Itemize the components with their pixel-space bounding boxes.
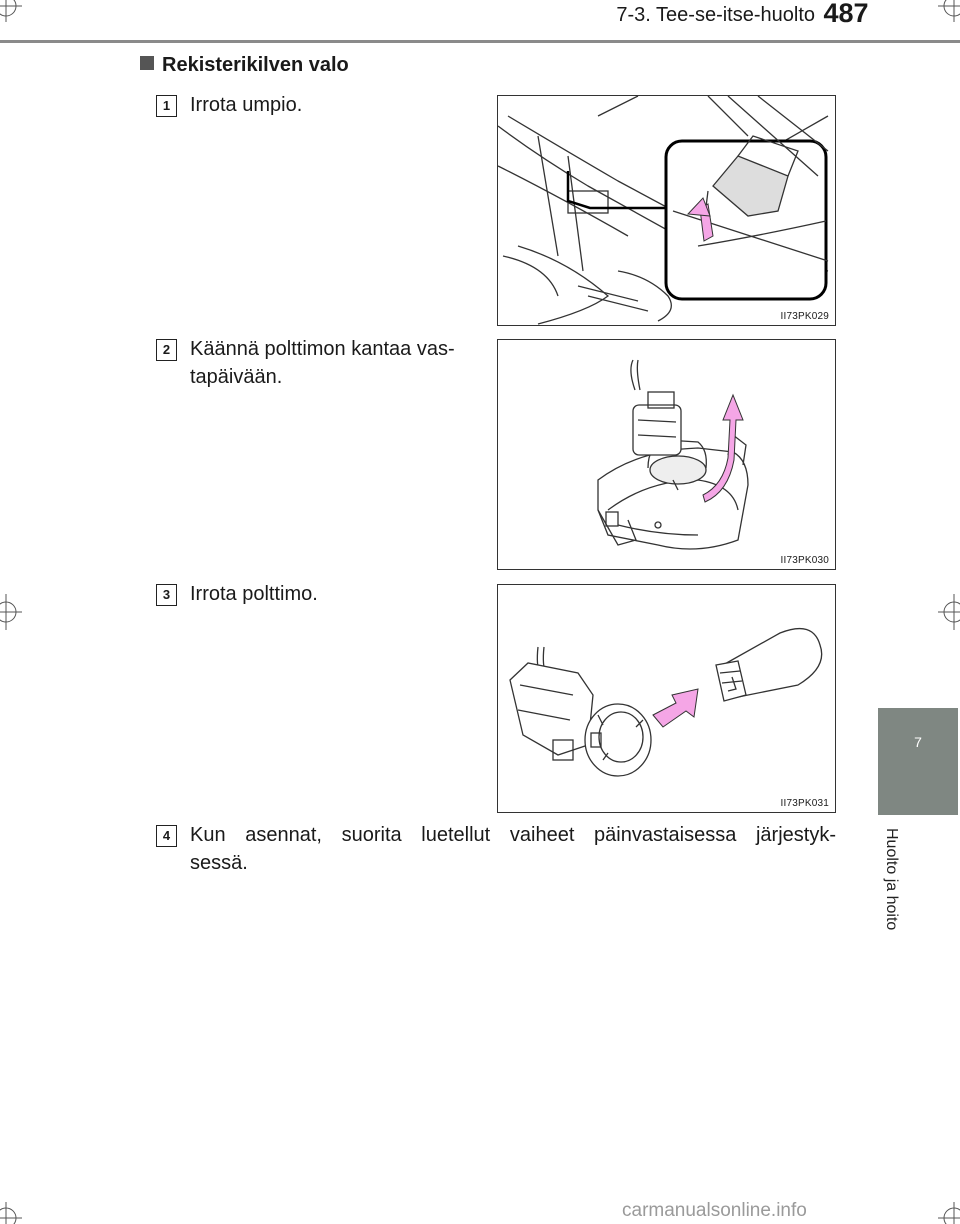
step-4-text: Kun asennat, suorita luetellut vaiheet p… — [190, 824, 836, 874]
chapter-label: Huolto ja hoito — [883, 828, 900, 931]
pink-pull-arrow-icon — [652, 688, 699, 728]
chapter-tab: 7 — [878, 708, 958, 815]
square-bullet-icon — [140, 56, 154, 70]
remove-bulb-drawing — [509, 627, 823, 777]
figure-license-lamp-cover: II73PK029 — [497, 95, 836, 326]
figure-code-1: II73PK029 — [780, 311, 829, 322]
step-number-2: 2 — [156, 339, 177, 361]
pink-rotate-arrow-icon — [702, 393, 744, 503]
step-number-4: 4 — [156, 825, 177, 847]
step-number-1: 1 — [156, 95, 177, 117]
figure-remove-bulb: II73PK031 — [497, 584, 836, 813]
license-lamp-cover-drawing — [498, 96, 829, 325]
header-rule — [0, 40, 960, 43]
turn-bulb-socket-drawing — [597, 359, 749, 550]
step-number-3: 3 — [156, 584, 177, 606]
step-3-text: Irrota polttimo. — [190, 583, 318, 605]
step-2-text: Käännä polttimon kantaa vas- tapäivään. — [190, 338, 455, 388]
figure-code-3: II73PK031 — [780, 798, 829, 809]
header-section-title: 7-3. Tee-se-itse-huolto — [616, 4, 815, 26]
section-title: Rekisterikilven valo — [140, 54, 349, 77]
figure-turn-bulb-socket: II73PK030 — [497, 339, 836, 570]
step-1-text: Irrota umpio. — [190, 94, 303, 116]
chapter-number: 7 — [914, 734, 922, 750]
figure-code-2: II73PK030 — [780, 555, 829, 566]
watermark: carmanualsonline.info — [622, 1200, 807, 1221]
page-number: 487 — [823, 0, 869, 28]
